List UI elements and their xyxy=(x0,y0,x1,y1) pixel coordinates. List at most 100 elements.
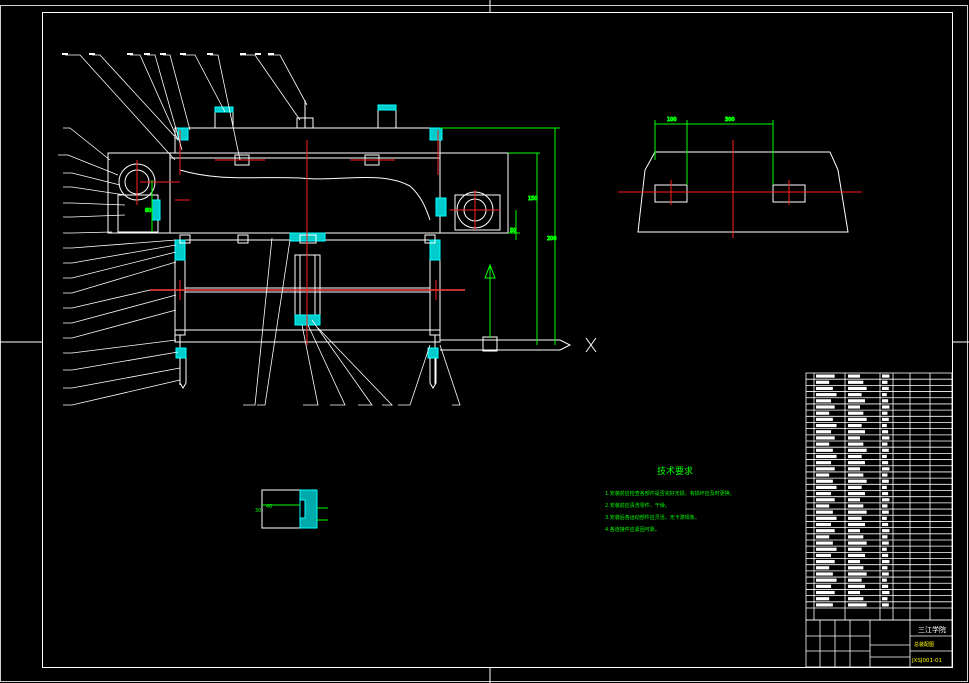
bom-cell-text xyxy=(882,560,890,564)
bom-cell-text xyxy=(882,578,887,582)
bom-cell-text xyxy=(816,535,830,539)
bom-cell-text xyxy=(882,436,890,440)
bom-cell-text xyxy=(816,560,835,564)
bom-cell-text xyxy=(882,423,887,428)
bom-cell-text xyxy=(848,423,862,428)
bom-cell-text xyxy=(816,417,833,421)
svg-text:60: 60 xyxy=(145,208,151,214)
bom-cell-text xyxy=(882,504,888,508)
bom-cell-text xyxy=(848,590,860,595)
tech-req-line-3: 3.安装后各运动部件应灵活，无卡滞现象。 xyxy=(605,514,700,521)
bom-cell-text xyxy=(882,492,889,496)
bom-cell-text xyxy=(848,566,864,570)
bom-cell-text xyxy=(816,516,837,520)
bom-cell-text xyxy=(848,578,862,582)
bom-cell-text xyxy=(882,510,889,514)
bom-cell-text xyxy=(882,479,889,483)
bom-cell-text xyxy=(848,374,860,378)
bom-cell-text xyxy=(882,572,889,576)
title-drawing-name: 总装配图 xyxy=(914,641,934,648)
center-lines xyxy=(136,130,500,345)
bom-cell-text xyxy=(848,393,862,397)
bom-cell-text xyxy=(848,479,867,483)
bom-cell-text xyxy=(816,430,832,434)
bom-cell-text xyxy=(882,541,889,545)
svg-text:100: 100 xyxy=(667,117,677,123)
title-school: 三江学院 xyxy=(918,625,946,634)
bom-cell-text xyxy=(848,597,864,601)
bom-cell-text xyxy=(848,386,867,391)
bom-cell-text xyxy=(882,516,887,520)
bom-cell-text xyxy=(816,442,830,446)
bom-cell-text xyxy=(816,529,835,533)
bom-cell-text xyxy=(882,547,887,551)
bom-cell-text xyxy=(848,417,867,421)
bom-cell-text xyxy=(848,485,862,489)
bom-cell-text xyxy=(816,572,833,576)
bom-cell-text xyxy=(816,498,835,502)
bom-cell-text xyxy=(816,454,837,459)
bom-cell-text xyxy=(848,498,860,502)
bom-cell-text xyxy=(882,374,890,378)
bom-cell-text xyxy=(882,393,887,397)
svg-text:50: 50 xyxy=(510,228,516,234)
bom-cell-text xyxy=(882,405,890,409)
bom-cell-text xyxy=(848,553,865,558)
bom-cell-text xyxy=(848,504,864,508)
bom-cell-text xyxy=(882,454,887,459)
bom-cell-text xyxy=(816,578,837,582)
title-drawing-number: JXSJ001-01 xyxy=(911,658,942,664)
tech-req-line-2: 2.安装前应清洗零件，干燥。 xyxy=(605,502,670,509)
bom-cell-text xyxy=(816,386,833,391)
bom-cell-text xyxy=(848,405,860,409)
bom-cell-text xyxy=(882,380,888,384)
bom-cell-text xyxy=(848,461,865,465)
bom-cell-text xyxy=(882,584,889,588)
bom-cell-text xyxy=(816,399,832,403)
bom-cell-text xyxy=(848,430,865,434)
bom-cell-text xyxy=(816,411,830,415)
bom-cell-text xyxy=(882,529,890,533)
bom-cell-text xyxy=(816,461,832,465)
svg-text:40: 40 xyxy=(266,504,272,510)
bom-cell-text xyxy=(882,590,890,595)
bom-cell-text xyxy=(882,522,889,527)
bom-cell-text xyxy=(816,584,832,588)
bom-cell-text xyxy=(848,473,864,477)
bom-cell-text xyxy=(882,603,889,607)
bom-cell-text xyxy=(848,448,867,452)
bom-cell-text xyxy=(848,522,865,527)
bom-cell-text xyxy=(882,485,887,489)
side-view: 100 300 xyxy=(618,117,862,238)
bom-cell-text xyxy=(848,380,864,384)
title-block xyxy=(805,619,953,668)
bom-cell-text xyxy=(816,393,837,397)
bom-cell-text xyxy=(816,467,835,471)
bom-cell-text xyxy=(816,504,830,508)
leader-lines xyxy=(58,54,461,406)
bom-cell-text xyxy=(848,467,860,471)
bom-cell-text xyxy=(816,522,832,527)
bom-cell-text xyxy=(882,566,888,570)
item-number-labels xyxy=(62,53,274,55)
parts-list-table xyxy=(805,372,953,621)
bom-cell-text xyxy=(816,510,833,514)
dimension-lines: 200 150 50 60 xyxy=(145,127,560,345)
tech-req-title: 技术要求 xyxy=(657,465,693,477)
bom-cell-text xyxy=(848,541,867,545)
bom-cell-text xyxy=(816,380,830,384)
bom-cell-text xyxy=(816,423,837,428)
bom-cell-text xyxy=(816,541,833,545)
bom-cell-text xyxy=(816,603,833,607)
bom-cell-text xyxy=(882,448,889,452)
bom-cell-text xyxy=(848,454,862,459)
bom-cell-text xyxy=(848,492,865,496)
technical-requirements: 技术要求 1.安装前应检查各部件是否完好无损，有损坏应及时更换。 2.安装前应清… xyxy=(605,465,735,533)
bom-cell-text xyxy=(816,479,833,483)
svg-text:200: 200 xyxy=(547,236,557,242)
bom-cell-text xyxy=(848,510,867,514)
bom-cell-text xyxy=(882,473,888,477)
bom-cell-text xyxy=(882,498,890,502)
